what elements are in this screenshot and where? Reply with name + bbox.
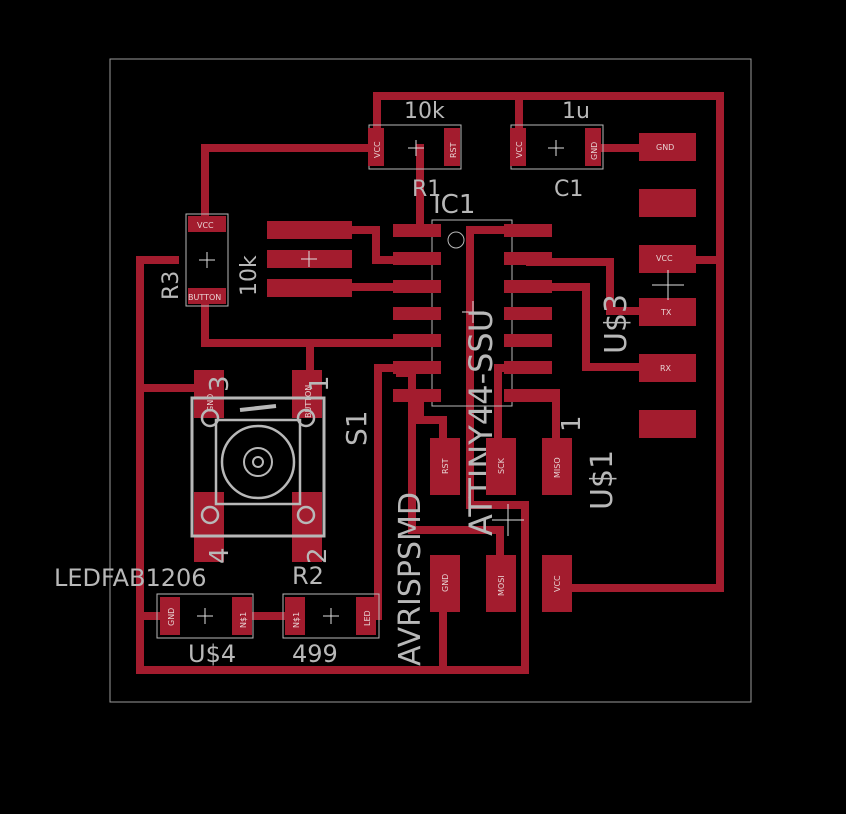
c1-capacitor: VCC GND 1u C1 <box>510 99 604 202</box>
us3-pin-rx-label: RX <box>660 364 672 373</box>
led-pad-n1 <box>232 597 252 635</box>
s1-button: GND BUTTON 3 1 4 2 S1 <box>190 370 373 564</box>
led-ref: LEDFAB1206 <box>54 564 207 592</box>
us3-pad-tx <box>639 298 696 326</box>
s1-pad-gnd-label: GND <box>206 394 215 412</box>
r1-pin-rst-label: RST <box>449 142 458 158</box>
ic1-chip: IC1 ATTINY44-SSU <box>393 190 552 536</box>
c1-pin-vcc-label: VCC <box>515 141 524 158</box>
led-pin-gnd-label: GND <box>167 608 176 626</box>
r1-pad-vcc <box>368 128 384 166</box>
isp-pad-rst <box>430 438 460 495</box>
s1-pin1: 1 <box>305 375 335 392</box>
s1-ref: S1 <box>340 410 373 446</box>
three-pad-footprint <box>267 221 352 297</box>
c1-ref: C1 <box>554 177 583 202</box>
isp-header: RST SCK MISO GND MOSI VCC AVRISPSMD 1 U$… <box>393 415 620 666</box>
r2-pad-led <box>356 597 376 635</box>
isp-pin-vcc-label: VCC <box>553 575 562 592</box>
led-pin-n1-label: N$1 <box>239 612 248 628</box>
c1-pad-vcc <box>510 128 526 166</box>
isp-pad-gnd <box>430 555 460 612</box>
r3-pin-button-label: BUTTON <box>188 293 221 302</box>
r3-ref: R3 <box>159 271 184 300</box>
r2-resistor: N$1 LED R2 499 <box>282 562 380 668</box>
us3-pin-vcc-label: VCC <box>656 254 673 263</box>
s1-pad-button-label: BUTTON <box>304 385 313 418</box>
led-part: GND N$1 LEDFAB1206 U$4 <box>54 564 254 668</box>
ic1-value: ATTINY44-SSU <box>462 309 500 536</box>
r1-pad-rst <box>444 128 460 166</box>
r3-resistor: VCC BUTTON R3 10k <box>159 213 262 307</box>
led-name: U$4 <box>188 640 236 668</box>
isp-pin-rst-label: RST <box>441 458 450 474</box>
isp-pin-gnd-label: GND <box>441 574 450 592</box>
r2-pad-n1 <box>285 597 305 635</box>
r3-pin-vcc-label: VCC <box>197 221 214 230</box>
isp-pin-sck-label: SCK <box>497 457 506 474</box>
r2-value: 499 <box>292 640 338 668</box>
copper-traces <box>136 92 724 674</box>
s1-pin4: 4 <box>205 547 235 564</box>
s1-pin3: 3 <box>205 375 235 392</box>
r1-value: 10k <box>404 99 445 124</box>
ic1-ref: IC1 <box>433 190 475 220</box>
us3-header: GND VCC TX RX U$3 <box>599 133 696 438</box>
s1-pin2: 2 <box>303 547 333 564</box>
r2-pin-led-label: LED <box>363 610 372 626</box>
us1-ref: U$1 <box>585 450 620 510</box>
isp-pad-miso <box>542 438 572 495</box>
r1-ref: R1 <box>412 177 441 202</box>
r3-pad-vcc <box>188 216 226 232</box>
r2-ref: R2 <box>292 562 324 590</box>
led-pad-gnd <box>160 597 180 635</box>
c1-pin-gnd-label: GND <box>590 142 599 160</box>
board-outline <box>109 58 752 703</box>
c1-pad-gnd <box>585 128 601 166</box>
isp-pad-sck <box>486 438 516 495</box>
r2-pin-n1-label: N$1 <box>292 612 301 628</box>
isp-pad-vcc <box>542 555 572 612</box>
us3-pad-gnd <box>639 133 696 161</box>
r3-pad-button <box>188 288 226 304</box>
us3-pad-rx <box>639 354 696 382</box>
isp-pin1-marker: 1 <box>557 415 587 432</box>
us3-ref: U$3 <box>599 294 634 354</box>
isp-ref: AVRISPSMD <box>393 492 428 666</box>
r3-value: 10k <box>237 255 262 296</box>
isp-pin-miso-label: MISO <box>553 457 562 478</box>
us3-pad-vcc <box>639 245 696 273</box>
r1-resistor: VCC RST 10k R1 <box>368 99 462 202</box>
isp-pad-mosi <box>486 555 516 612</box>
us3-pin-tx-label: TX <box>660 308 672 317</box>
us3-pin-gnd-label: GND <box>656 143 674 152</box>
isp-pin-mosi-label: MOSI <box>497 575 506 596</box>
r1-pin-vcc-label: VCC <box>373 141 382 158</box>
c1-value: 1u <box>562 99 590 124</box>
